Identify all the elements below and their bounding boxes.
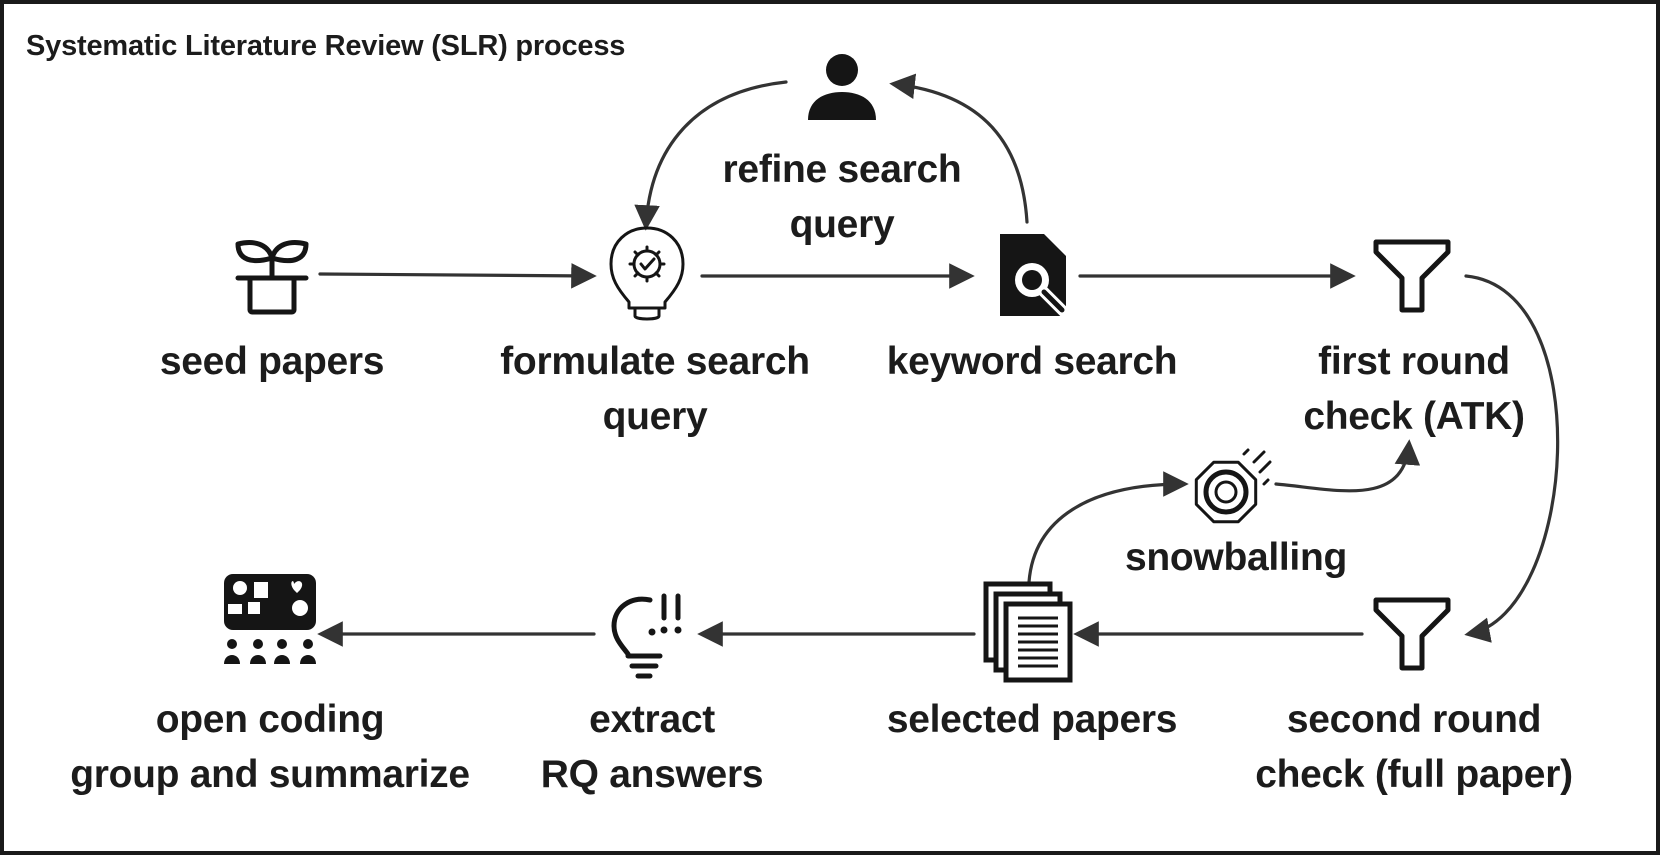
funnel-icon <box>1373 239 1451 313</box>
edge-keyword-to-refine <box>889 73 1029 224</box>
process-diagram <box>224 54 1560 683</box>
node-extract-rq-answers: extract RQ answers <box>540 692 764 802</box>
node-label-line: seed papers <box>159 340 385 383</box>
node-second-round-check: second round check (full paper) <box>1255 692 1573 802</box>
node-label-line: selected papers <box>886 698 1178 741</box>
node-refine-search-query: refine search query <box>723 142 962 252</box>
person-icon <box>808 54 876 120</box>
idea-exclamation-icon <box>611 593 682 679</box>
edge-seed-to-formulate <box>318 263 597 289</box>
node-seed-papers: seed papers <box>159 334 385 389</box>
node-label-line: check (ATK) <box>1303 395 1525 438</box>
node-first-round-check: first round check (ATK) <box>1303 334 1525 444</box>
node-formulate-search-query: formulate search query <box>500 334 810 444</box>
funnel-icon <box>1373 597 1451 671</box>
node-label-line: query <box>602 395 708 438</box>
edge-selected-to-snowballing <box>1027 471 1189 584</box>
node-label-line: snowballing <box>1124 536 1348 579</box>
node-label-line: RQ answers <box>540 753 764 796</box>
group-board-icon <box>224 574 316 664</box>
edge-first-to-second-round <box>1464 274 1560 643</box>
snowball-icon <box>1194 448 1272 524</box>
node-open-coding: open coding group and summarize <box>70 692 470 802</box>
edge-snowballing-to-first-round <box>1274 439 1421 493</box>
node-label-line: second round <box>1286 698 1542 741</box>
stacked-documents-icon <box>983 581 1073 683</box>
node-label-line: query <box>789 203 895 246</box>
node-keyword-search: keyword search <box>887 334 1178 389</box>
node-label-line: first round <box>1318 340 1510 383</box>
node-snowballing: snowballing <box>1125 530 1347 585</box>
node-label-line: group and summarize <box>70 753 470 796</box>
node-label-line: open coding <box>155 698 385 741</box>
diagram-title: Systematic Literature Review (SLR) proce… <box>26 30 626 62</box>
node-label-line: check (full paper) <box>1255 753 1573 796</box>
node-label-line: extract <box>589 698 715 741</box>
node-selected-papers: selected papers <box>886 692 1178 747</box>
sprout-pot-icon <box>235 240 309 315</box>
node-label-line: refine search <box>722 148 962 191</box>
document-search-icon <box>1000 234 1070 318</box>
node-label-line: formulate search <box>500 340 810 383</box>
edge-refine-to-formulate <box>634 80 788 231</box>
lightbulb-gear-icon <box>609 226 685 321</box>
node-label-line: keyword search <box>886 340 1178 383</box>
